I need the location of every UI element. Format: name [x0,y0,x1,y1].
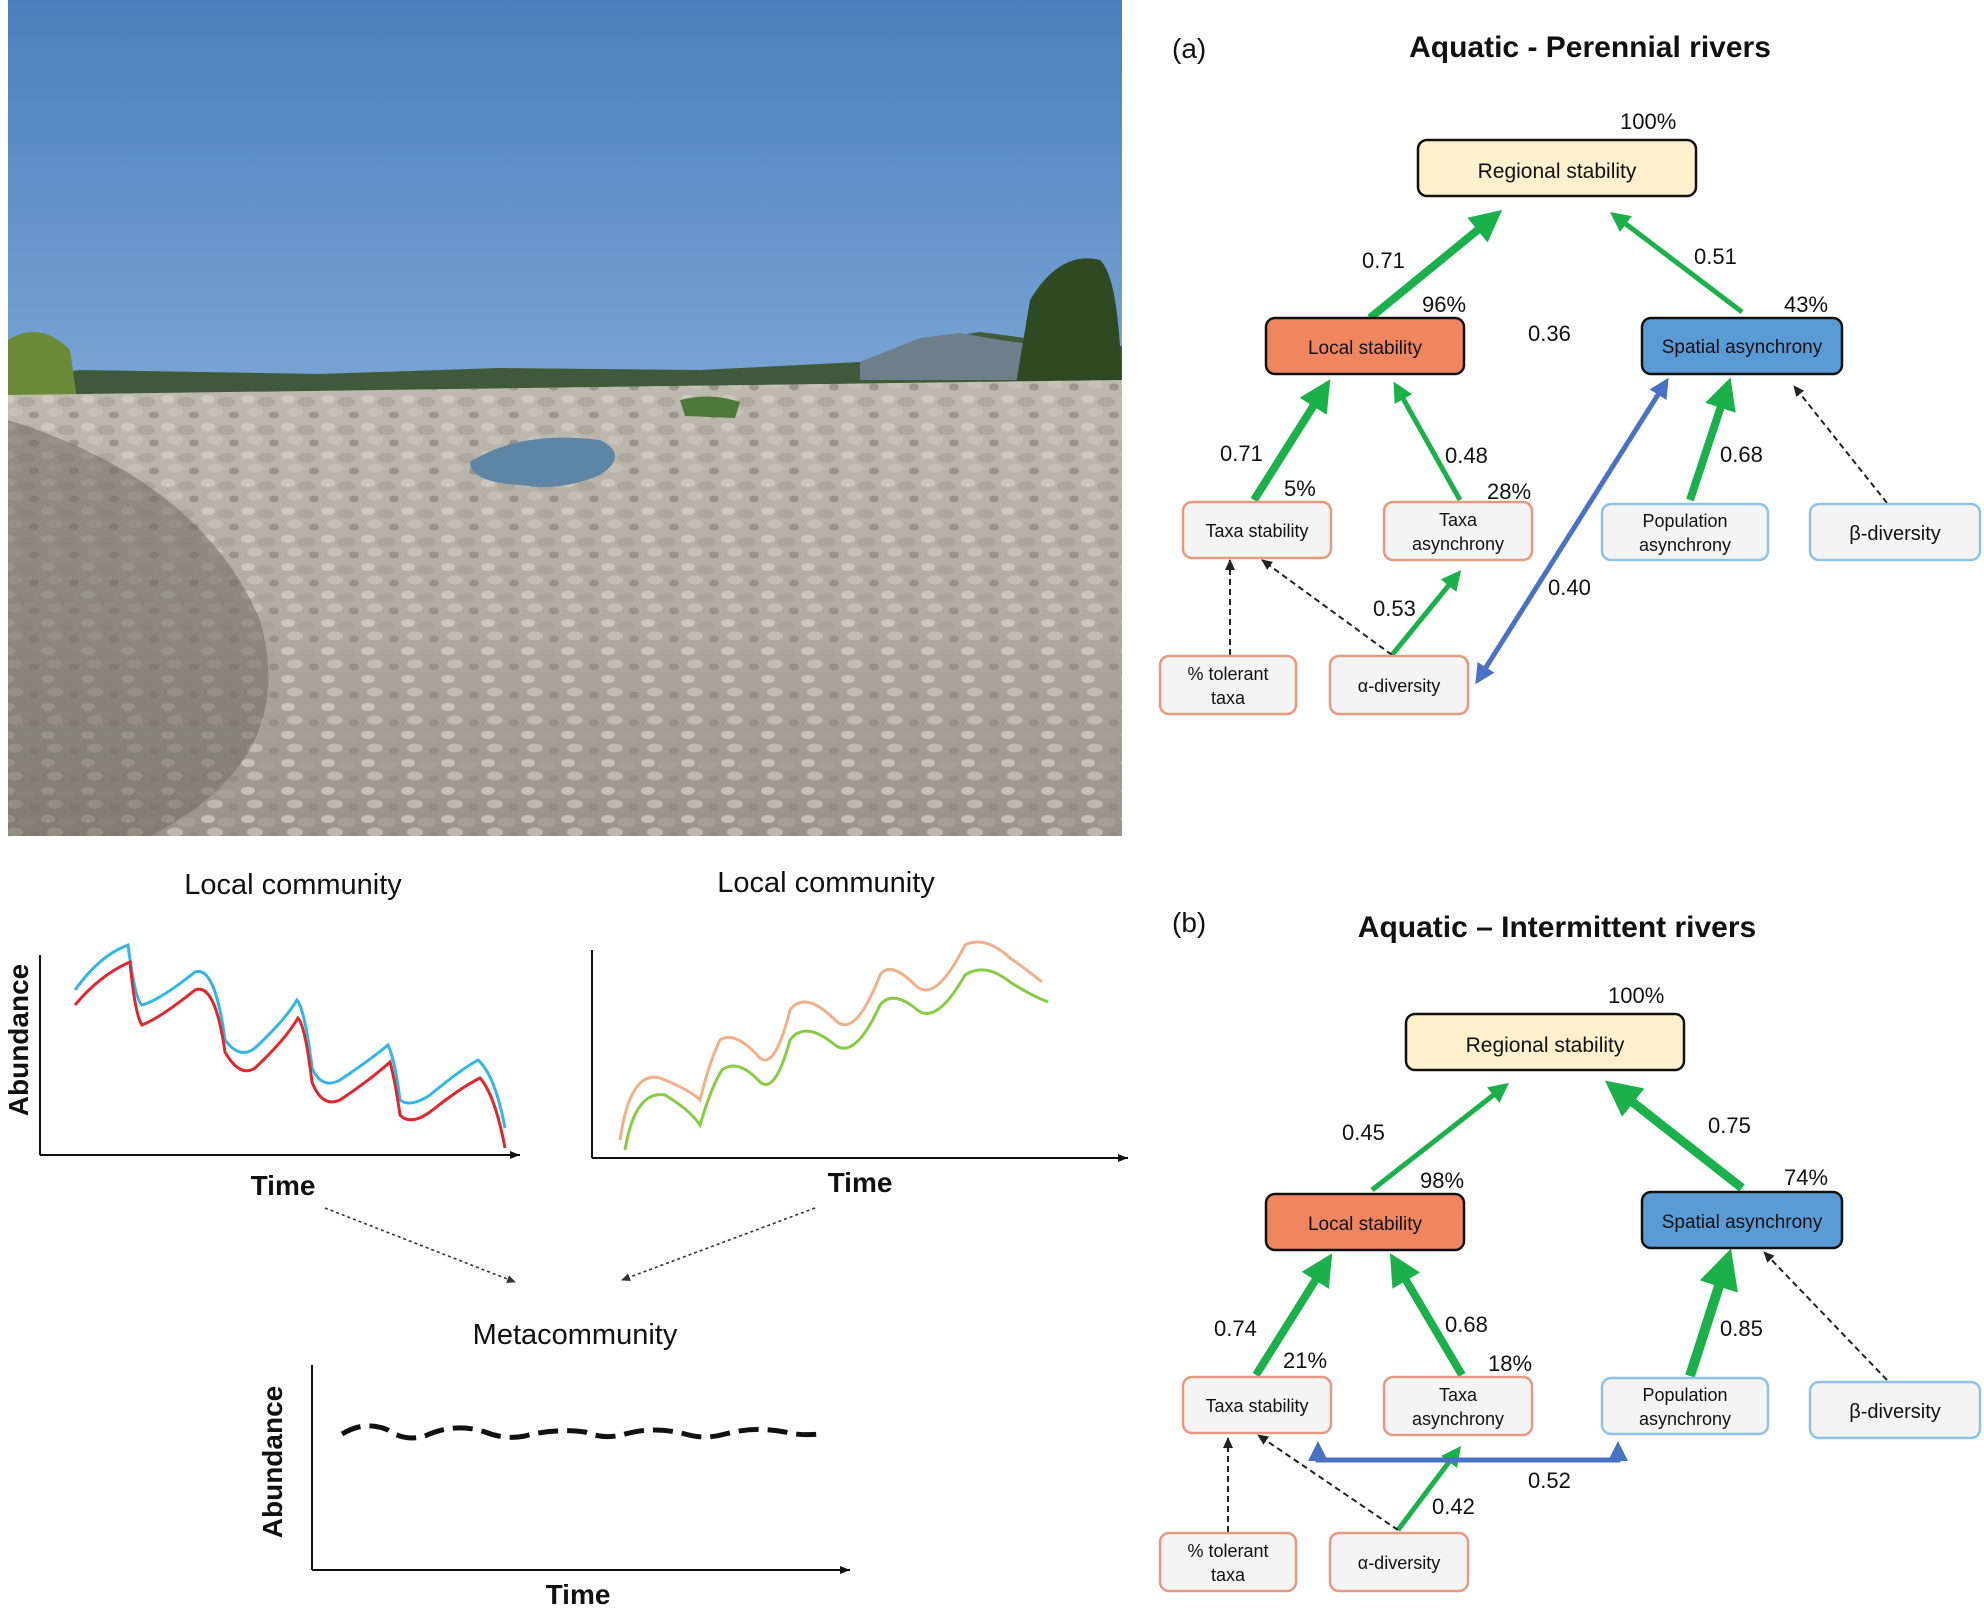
b-path-taxastab-pop-blue [1318,1446,1618,1460]
b-node-pop-asynchrony-label-2: asynchrony [1639,1409,1731,1429]
b-r2-local: 98% [1420,1168,1464,1193]
b-node-taxa-asynchrony-label-1: Taxa [1439,1385,1478,1405]
local-left-upper-curve [75,945,505,1128]
b-r2-regional: 100% [1608,983,1664,1008]
b-r2-spatial: 74% [1784,1165,1828,1190]
a-r2-regional: 100% [1620,109,1676,134]
b-coef-pop-spatial: 0.85 [1720,1316,1763,1341]
a-r2-taxa-asynchrony: 28% [1487,479,1531,504]
a-coef-alpha-taxaasync: 0.53 [1373,596,1416,621]
b-node-spatial-label: Spatial asynchrony [1662,1212,1823,1233]
panel-b-title: Aquatic – Intermittent rivers [1358,911,1756,944]
b-coef-taxastab-pop: 0.52 [1528,1468,1571,1493]
meta-flat-curve [342,1426,822,1438]
panel-b-path-diagram: (b) Aquatic – Intermittent rivers Region… [1160,907,1980,1591]
a-node-spatial-label: Spatial asynchrony [1662,337,1823,358]
a-coef-pop-spatial: 0.68 [1720,442,1763,467]
b-node-regional-label: Regional stability [1466,1034,1625,1057]
meta-title: Metacommunity [473,1319,678,1351]
a-coef-spatial-regional: 0.51 [1694,244,1737,269]
panel-a-path-diagram: (a) Aquatic - Perennial rivers Regional … [1160,31,1980,714]
b-node-taxa-stability-label: Taxa stability [1205,1396,1308,1416]
b-node-tolerant-label-1: % tolerant [1187,1541,1268,1561]
local-left-lower-curve [75,962,505,1148]
riverbed-photo [8,0,1122,836]
a-r2-spatial: 43% [1784,292,1828,317]
b-node-beta-label: β-diversity [1849,1401,1941,1423]
a-node-taxa-asynchrony-label-1: Taxa [1439,510,1478,530]
a-node-pop-asynchrony-label-2: asynchrony [1639,535,1731,555]
b-node-pop-asynchrony-label-1: Population [1642,1385,1727,1405]
local-community-left-chart: Local community Abundance Time [3,869,520,1201]
b-coef-taxastab-local: 0.74 [1214,1316,1257,1341]
panel-b-label: (b) [1172,907,1206,938]
a-coef-local-spatial: 0.36 [1528,321,1571,346]
a-node-regional-label: Regional stability [1478,160,1637,183]
a-node-beta-label: β-diversity [1849,523,1941,545]
local-left-title: Local community [184,869,402,901]
meta-ylabel: Abundance [257,1386,288,1538]
metacommunity-chart: Metacommunity Abundance Time [257,1319,850,1610]
local-right-xlabel: Time [828,1167,893,1198]
b-path-beta-spatial [1764,1252,1887,1380]
a-coef-taxastab-local: 0.71 [1220,441,1263,466]
a-node-alpha-label: α-diversity [1358,676,1440,696]
panel-a-title: Aquatic - Perennial rivers [1409,31,1771,64]
b-r2-taxa-stability: 21% [1283,1348,1327,1373]
panel-a-label: (a) [1172,33,1206,64]
a-path-beta-spatial [1794,386,1887,503]
a-coef-local-regional: 0.71 [1362,248,1405,273]
b-path-alpha-taxastab [1258,1435,1398,1530]
a-coef-taxaasync-local: 0.48 [1445,443,1488,468]
local-left-ylabel: Abundance [3,964,34,1116]
local-left-xlabel: Time [251,1170,316,1201]
a-r2-taxa-stability: 5% [1284,476,1316,501]
b-coef-alpha-taxaasync: 0.42 [1432,1494,1475,1519]
b-node-taxa-asynchrony-label-2: asynchrony [1412,1409,1504,1429]
b-node-local-label: Local stability [1308,1214,1423,1235]
a-node-tolerant-label-2: taxa [1211,688,1246,708]
b-r2-taxa-asynchrony: 18% [1488,1351,1532,1376]
a-node-pop-asynchrony-label-1: Population [1642,511,1727,531]
a-r2-local: 96% [1422,292,1466,317]
b-coef-local-regional: 0.45 [1342,1120,1385,1145]
b-node-tolerant-label-2: taxa [1211,1565,1246,1585]
local-right-title: Local community [717,867,935,899]
b-coef-spatial-regional: 0.75 [1708,1113,1751,1138]
a-coef-alpha-spatial: 0.40 [1548,575,1591,600]
a-node-local-label: Local stability [1308,338,1423,359]
b-node-alpha-label: α-diversity [1358,1553,1440,1573]
local-right-lower-curve [625,970,1048,1150]
a-node-taxa-asynchrony-label-2: asynchrony [1412,534,1504,554]
b-coef-taxaasync-local: 0.68 [1445,1312,1488,1337]
left-to-meta-arrow [325,1208,515,1282]
a-node-tolerant-label-1: % tolerant [1187,664,1268,684]
meta-xlabel: Time [546,1579,611,1610]
right-to-meta-arrow [622,1208,815,1280]
local-community-right-chart: Local community Time [592,867,1128,1198]
a-node-taxa-stability-label: Taxa stability [1205,521,1308,541]
